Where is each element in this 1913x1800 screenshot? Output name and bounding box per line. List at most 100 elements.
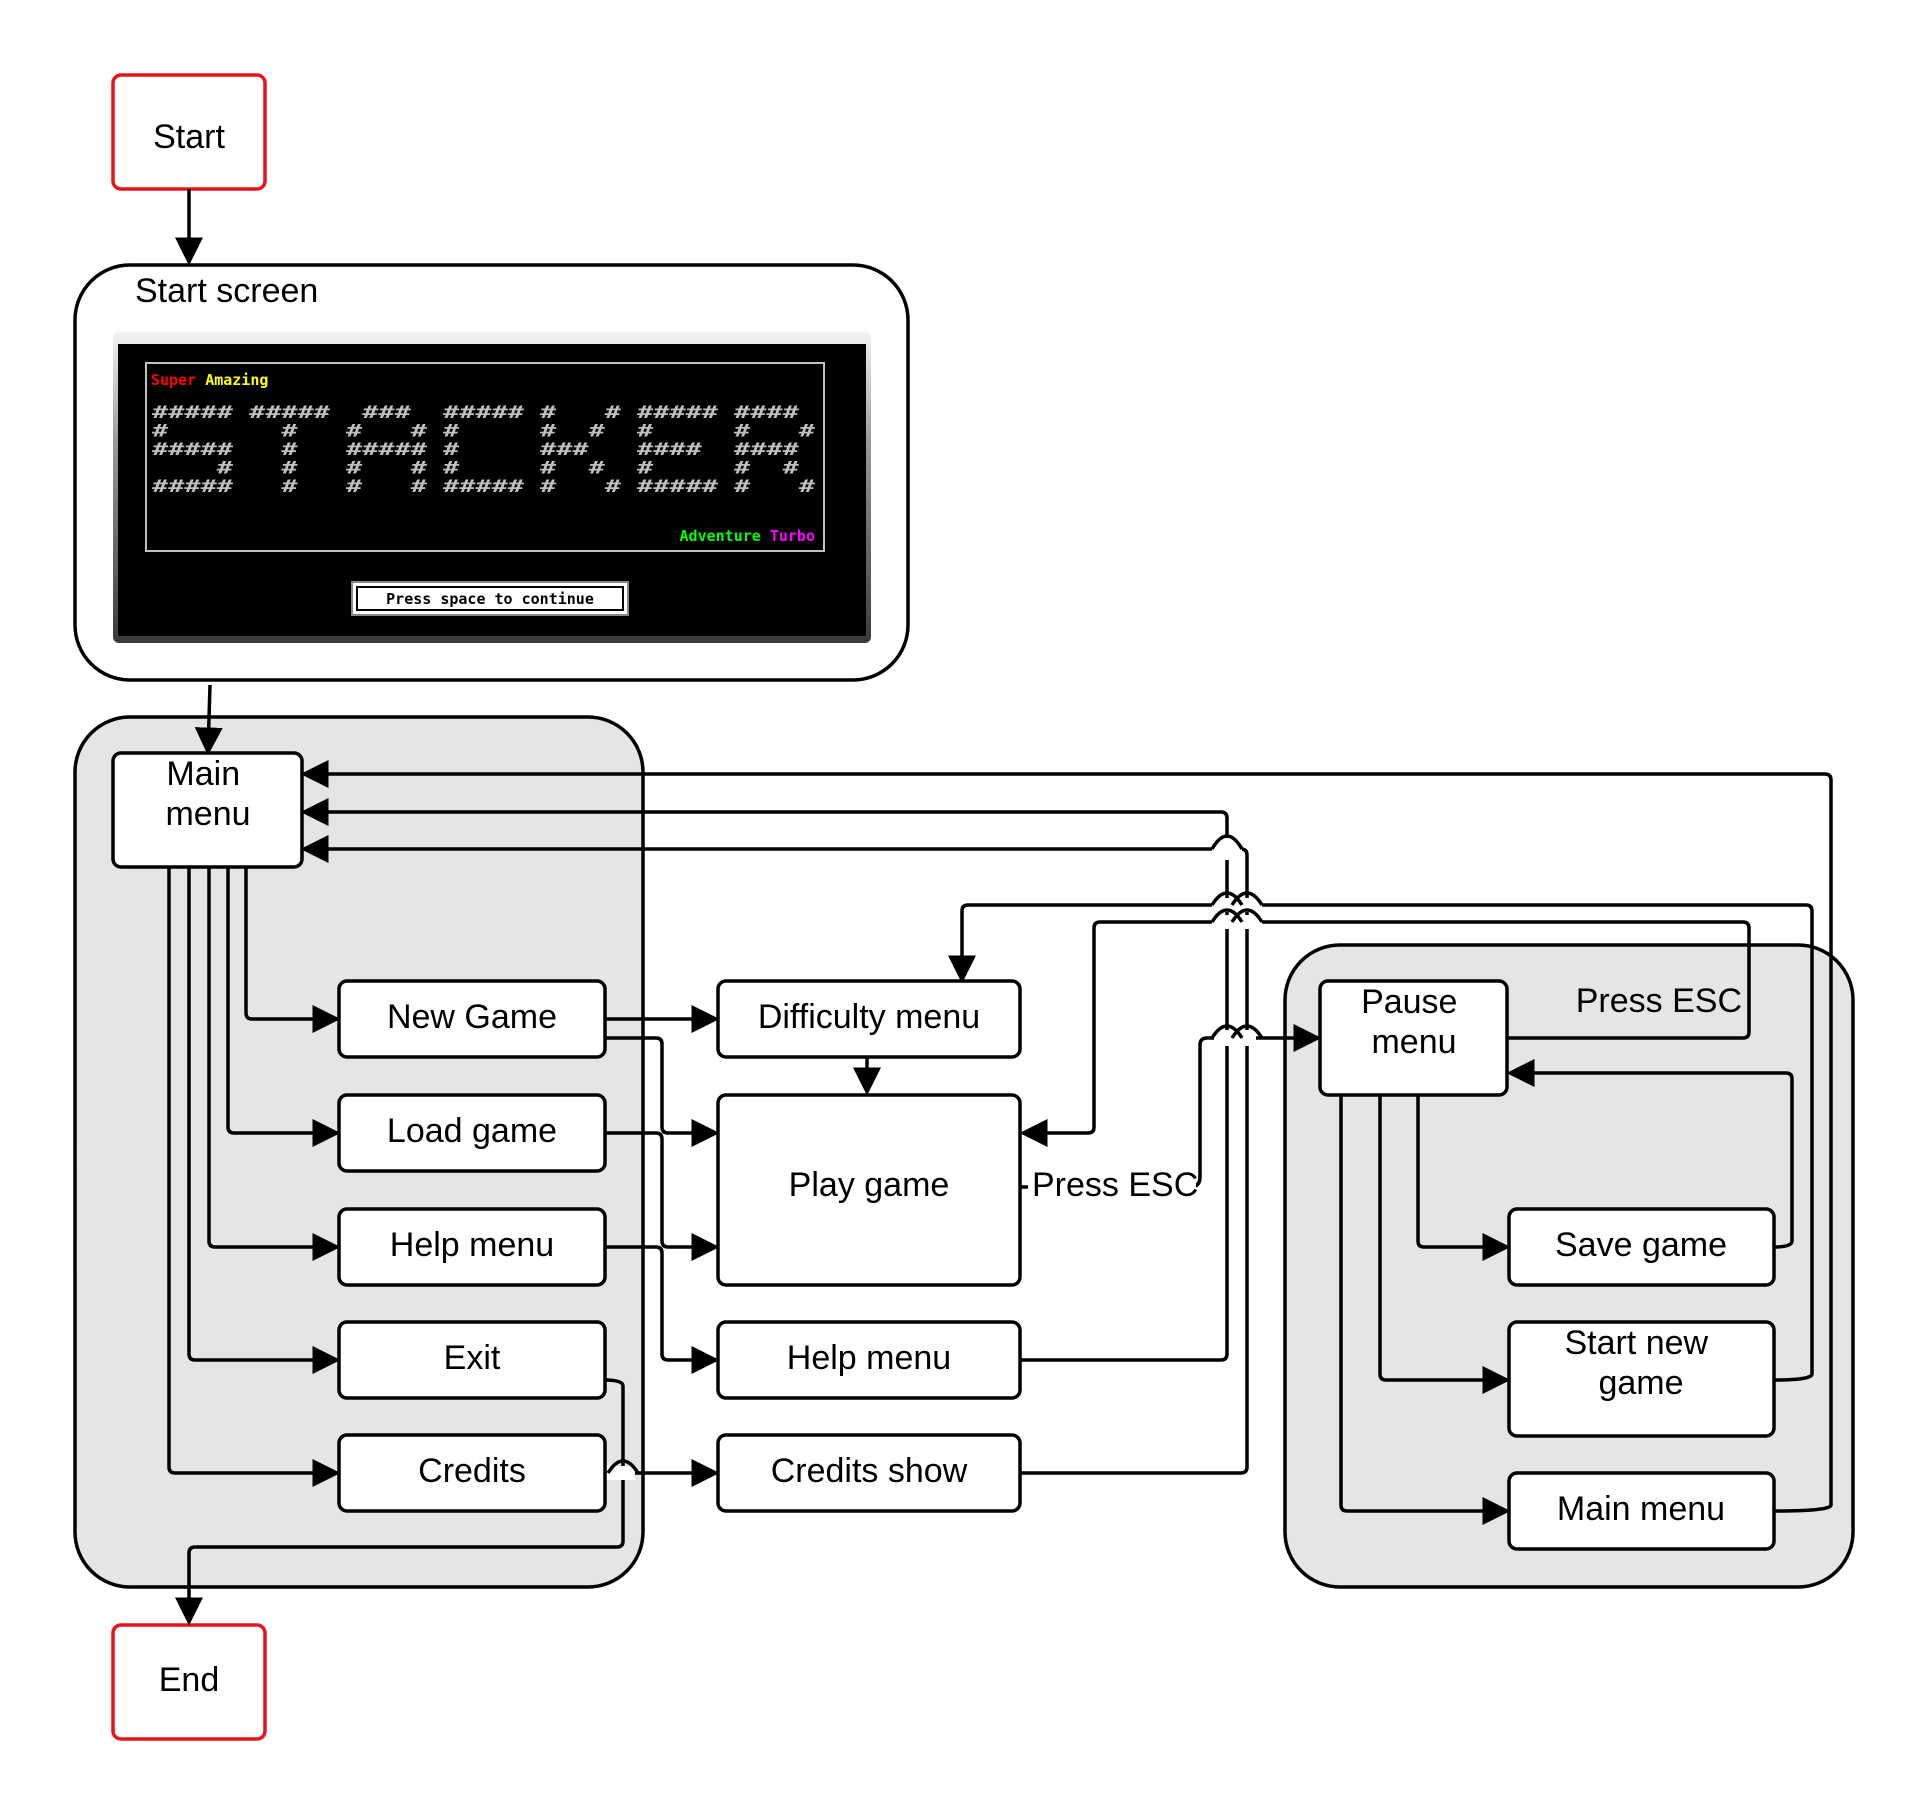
edge-pausemainmenu-to-mainmenu (300, 760, 1833, 1513)
end-label: End (159, 1661, 220, 1699)
logo-row: # # (734, 477, 816, 497)
edge-helpview-to-mainmenu (300, 798, 1229, 1362)
logo-row: # (249, 422, 330, 442)
edge-pause-to-mainmenu (1339, 1096, 1511, 1525)
logo-row: # # (346, 477, 428, 497)
logo-row: ##### (637, 403, 719, 423)
label-line: game (1598, 1364, 1683, 1402)
label-line: menu (1371, 1023, 1456, 1061)
logo-row: # # (540, 422, 621, 442)
play-game-label: Play game (789, 1166, 950, 1204)
edge-mainmenu-to-helpmenu (207, 868, 341, 1261)
logo-row: # (443, 459, 524, 479)
logo-row: ##### (152, 477, 234, 497)
stacker-ascii-logo: ###### ##### ########### # # # # ### # #… (152, 403, 816, 497)
logo-row: # (249, 440, 330, 460)
menu-item-load-game: Load game (337, 1093, 607, 1173)
exit-label: Exit (444, 1339, 501, 1377)
logo-row: # (152, 459, 234, 479)
help-view-node: Help menu (716, 1320, 1022, 1400)
edge-startnew-to-difficulty (948, 903, 1814, 1382)
logo-row: ##### (249, 403, 331, 423)
pause-main-menu-node: Main menu (1507, 1471, 1776, 1551)
edge-savegame-to-pause (1506, 1059, 1794, 1249)
edge-loadgame-to-playgame (605, 1131, 720, 1261)
edge-newgame-to-playgame (605, 1036, 720, 1147)
start-label: Start (153, 118, 225, 156)
logo-row: # (249, 459, 330, 479)
start-new-game-label: Start new game (1564, 1324, 1717, 1402)
pause-main-menu-label: Main menu (1557, 1490, 1725, 1528)
logo-row: # (637, 422, 718, 442)
edge-startscreen-to-mainmenu (194, 684, 223, 756)
logo-row: # # (540, 403, 622, 423)
logo-row: # (443, 422, 524, 442)
logo-row: ##### (152, 403, 234, 423)
pause-menu-label: Pause menu (1361, 983, 1467, 1061)
edge-help-to-helpview (605, 1245, 720, 1374)
logo-row: # (152, 422, 233, 442)
difficulty-menu-node: Difficulty menu (716, 979, 1022, 1059)
connectors (167, 189, 1833, 1626)
end-terminal: End (111, 1623, 267, 1741)
difficulty-menu-label: Difficulty menu (758, 998, 980, 1036)
press-space-inner (356, 586, 624, 611)
credits-label: Credits (418, 1452, 526, 1490)
logo-row: ##### (637, 477, 719, 497)
main-menu-node: Main menu (111, 751, 304, 869)
logo-row: ##### (152, 440, 234, 460)
edge-creditsshow-to-mainmenu (300, 835, 1249, 1475)
edge-mainmenu-to-loadgame (226, 868, 341, 1147)
logo-row: # # (346, 422, 428, 442)
menu-item-exit: Exit (337, 1320, 607, 1400)
logo-row: # (443, 440, 524, 460)
stacker-title-screenshot: Super Amazing Adventure Turbo ###### ###… (113, 332, 871, 643)
crossing-hops (605, 834, 1264, 1480)
logo-row: # # (540, 477, 622, 497)
press-esc-label-bg (1028, 1168, 1196, 1206)
press-esc-edge-label: Press ESC (1032, 1166, 1198, 1204)
edge-mainmenu-to-newgame (244, 868, 341, 1033)
logo-row: # # (734, 422, 816, 442)
pause-group-label: Press ESC (1576, 982, 1742, 1020)
menu-item-help-menu: Help menu (337, 1207, 607, 1287)
credits-show-node: Credits show (716, 1433, 1022, 1513)
save-game-label: Save game (1555, 1226, 1727, 1264)
press-space-prompt: Press space to continue (386, 590, 594, 608)
menu-item-credits: Credits (337, 1433, 607, 1513)
new-game-label: New Game (387, 998, 557, 1036)
logo-row: #### (734, 403, 815, 423)
logo-row: ##### (443, 477, 525, 497)
tagline-left: Super Amazing (151, 371, 268, 389)
logo-row: #### (637, 440, 718, 460)
help-view-label: Help menu (787, 1339, 951, 1377)
start-new-game-node: Start new game (1507, 1320, 1776, 1438)
title-frame (145, 362, 825, 552)
edge-mainmenu-to-exit (187, 868, 341, 1374)
menu-item-new-game: New Game (337, 979, 607, 1059)
credits-show-label: Credits show (771, 1452, 968, 1490)
logo-row: ##### (443, 403, 525, 423)
edge-pause-to-startnew (1378, 1096, 1511, 1394)
help-menu-label: Help menu (390, 1226, 554, 1264)
logo-row: ### (346, 403, 427, 423)
start-screen-label: Start screen (135, 272, 318, 310)
main-menu-label: Main menu (165, 755, 250, 833)
edge-exit-to-end (175, 1378, 625, 1626)
pause-menu-node: Pause menu (1318, 979, 1509, 1097)
logo-row: ### (540, 440, 621, 460)
label-line: menu (165, 795, 250, 833)
logo-row: ##### (346, 440, 428, 460)
logo-row: # (637, 459, 718, 479)
load-game-label: Load game (387, 1112, 557, 1150)
logo-row: #### (734, 440, 815, 460)
logo-row: # # (346, 459, 428, 479)
edge-pause-to-savegame (1416, 1096, 1511, 1261)
start-terminal: Start (111, 73, 267, 191)
play-game-node: Play game (716, 1093, 1022, 1287)
logo-row: # (249, 477, 330, 497)
save-game-node: Save game (1507, 1207, 1776, 1287)
tagline-right: Adventure Turbo (680, 527, 815, 545)
logo-row: # # (734, 459, 815, 479)
